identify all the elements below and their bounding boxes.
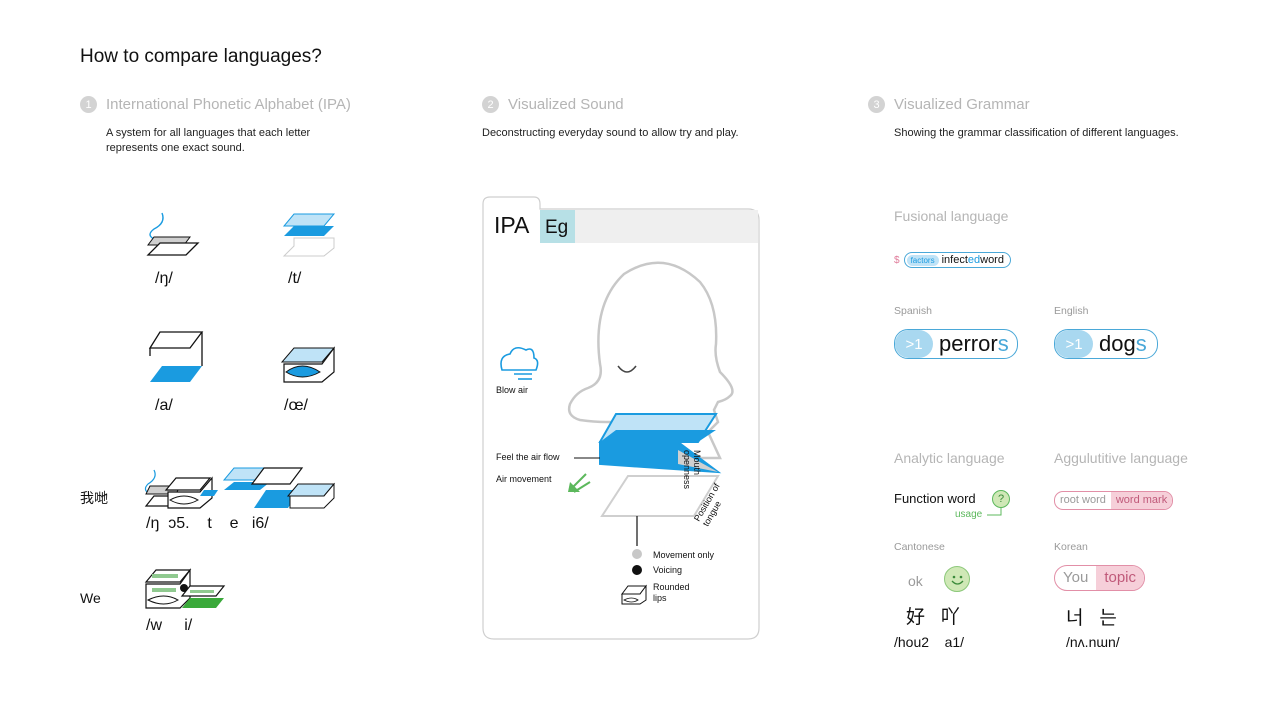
- card-eg-label: Eg: [545, 217, 569, 238]
- section-title: Visualized Sound: [508, 96, 624, 113]
- word-part: infect: [941, 254, 968, 266]
- factors-tag: factors: [906, 254, 939, 266]
- ng-sound-icon: [146, 212, 200, 256]
- example-transcription: /w i/: [146, 617, 193, 634]
- usage-connector: [987, 507, 1002, 516]
- ipa-symbol: /œ/: [284, 397, 308, 414]
- korean-chars: 너 는: [1066, 608, 1117, 629]
- fusional-example: $ factors infect ed word: [894, 252, 1011, 268]
- oe-sound-icon: [280, 346, 336, 383]
- section-title: International Phonetic Alphabet (IPA): [106, 96, 351, 113]
- dollar-symbol: $: [894, 254, 900, 266]
- t-sound-icon: [282, 213, 336, 257]
- section-number: 1: [80, 96, 97, 113]
- you-topic-pill: You topic: [1054, 565, 1145, 591]
- smile-icon: [944, 566, 970, 592]
- word-suffix: s: [1135, 331, 1147, 356]
- desc-line: represents one exact sound.: [106, 142, 245, 154]
- language-label: Korean: [1054, 541, 1088, 553]
- analytic-heading: Analytic language: [894, 450, 1005, 466]
- agglutinative-heading: Aggulutitive language: [1054, 450, 1188, 466]
- language-label: Cantonese: [894, 541, 945, 553]
- section-number: 2: [482, 96, 499, 113]
- plural-marker: >1: [895, 330, 933, 358]
- function-word-label: Function word: [894, 491, 976, 506]
- section-number: 3: [868, 96, 885, 113]
- we-sound-sequence-icon: [144, 568, 226, 609]
- language-label: English: [1054, 305, 1089, 317]
- air-movement-label: Air movement: [496, 474, 552, 484]
- word-stem: dog: [1099, 331, 1136, 356]
- legend-rounded-lips: Rounded lips: [653, 582, 690, 604]
- word-suffix: ed: [967, 254, 981, 266]
- ok-label: ok: [908, 573, 923, 589]
- section-grammar-description: Showing the grammar classification of di…: [894, 127, 1179, 139]
- blow-air-label: Blow air: [496, 385, 529, 395]
- language-label: Spanish: [894, 305, 932, 317]
- card-ipa-label: IPA: [494, 212, 530, 238]
- card-frame: [482, 196, 760, 640]
- example-word: We: [80, 590, 101, 606]
- word-suffix: s: [997, 331, 1009, 356]
- section-title: Visualized Grammar: [894, 96, 1030, 113]
- spanish-plural-pill: >1 perror s: [894, 329, 1018, 359]
- legend-voicing: Voicing: [653, 565, 683, 575]
- feel-air-flow-label: Feel the air flow: [496, 452, 560, 462]
- plural-marker: >1: [1055, 330, 1093, 358]
- example-word: 我哋: [80, 490, 108, 506]
- desc-line: A system for all languages that each let…: [106, 127, 311, 139]
- cantonese-chars: 好 吖: [906, 607, 960, 628]
- a-sound-icon: [148, 331, 204, 382]
- section-sound-header: 2 Visualized Sound: [482, 96, 624, 113]
- word-mark: topic: [1096, 566, 1144, 590]
- ipa-card: IPA Eg Blow air Feel the air flow Air mo…: [482, 196, 760, 640]
- root-word: root word: [1060, 494, 1106, 506]
- example-transcription: /ŋ ɔ5. t e i6/: [146, 515, 269, 532]
- english-plural-pill: >1 dog s: [1054, 329, 1158, 359]
- section-sound-description: Deconstructing everyday sound to allow t…: [482, 127, 739, 139]
- korean-romanization: /nʌ.nɯn/: [1066, 634, 1120, 650]
- word-sound-sequence-icon: [144, 467, 336, 509]
- question-icon: ?: [992, 490, 1010, 508]
- legend-movement-only: Movement only: [653, 550, 715, 560]
- section-ipa-description: A system for all languages that each let…: [106, 126, 310, 156]
- ipa-symbol: /ŋ/: [155, 270, 173, 287]
- cantonese-romanization: /hou2 a1/: [894, 634, 965, 650]
- usage-label: usage: [955, 509, 983, 520]
- root-word: You: [1063, 569, 1089, 586]
- ipa-symbol: /t/: [288, 270, 302, 287]
- infected-word-pill: factors infect ed word: [903, 252, 1011, 268]
- word-mark: word mark: [1110, 492, 1173, 509]
- page-title: How to compare languages?: [80, 46, 322, 67]
- section-grammar-header: 3 Visualized Grammar: [868, 96, 1030, 113]
- root-word-mark-pill: root word word mark: [1054, 491, 1174, 510]
- section-ipa-header: 1 International Phonetic Alphabet (IPA): [80, 96, 351, 113]
- fusional-heading: Fusional language: [894, 208, 1009, 224]
- ipa-symbol: /a/: [155, 397, 173, 414]
- word-part: word: [980, 254, 1004, 266]
- mouth-openness-label: Mouth openness: [682, 450, 702, 490]
- word-stem: perror: [939, 331, 998, 356]
- legend-line: Rounded: [653, 582, 690, 592]
- legend-line: lips: [653, 593, 667, 603]
